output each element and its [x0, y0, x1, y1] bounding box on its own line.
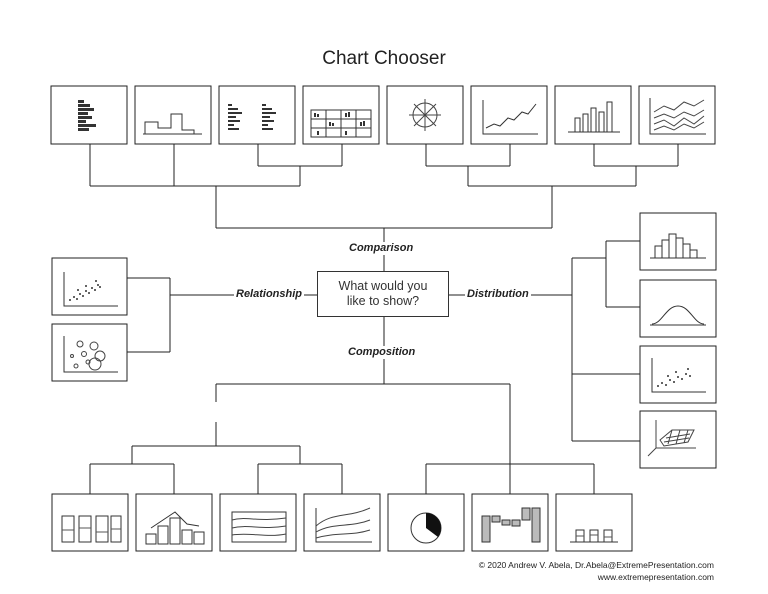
thumb-bubble-three-variables[interactable] — [51, 323, 128, 382]
thumb-pie-chart[interactable] — [387, 493, 465, 552]
diagram-title: Chart Chooser — [322, 48, 446, 69]
thumb-stacked-100-area-many-periods[interactable] — [219, 493, 297, 552]
category-comparison: Comparison — [347, 242, 416, 255]
thumb-scatter-two-variables[interactable] — [51, 257, 128, 316]
thumb-column-histogram[interactable] — [639, 212, 717, 271]
category-relationship: Relationship — [234, 288, 305, 301]
thumb-column-few-periods[interactable] — [554, 85, 632, 145]
thumb-stacked-area-many-periods[interactable] — [303, 493, 381, 552]
credit-line-1: © 2020 Andrew V. Abela, Dr.Abela@Extreme… — [478, 560, 714, 570]
question-line-1: What would you — [338, 279, 428, 293]
thumb-line-multiple-series[interactable] — [638, 85, 716, 145]
category-distribution: Distribution — [465, 288, 531, 301]
thumb-stacked-column-components[interactable] — [555, 493, 633, 552]
thumb-line-many-periods[interactable] — [470, 85, 548, 145]
question-box: What would you like to show? — [317, 271, 449, 317]
thumb-variable-width-column[interactable] — [134, 85, 212, 145]
thumb-table-embedded-charts[interactable] — [218, 85, 296, 145]
thumb-circular-area[interactable] — [386, 85, 464, 145]
thumb-3d-area-distribution[interactable] — [639, 410, 717, 469]
connector-lines — [89, 144, 679, 494]
category-composition: Composition — [346, 346, 418, 359]
thumb-scatter-distribution[interactable] — [639, 345, 717, 404]
thumb-line-histogram[interactable] — [639, 279, 717, 338]
thumb-table-many-items[interactable] — [302, 85, 380, 145]
credit-line-2: www.extremepresentation.com — [597, 572, 714, 582]
question-line-2: like to show? — [346, 294, 420, 308]
thumb-stacked-100-column-few-periods[interactable] — [51, 493, 129, 552]
thumb-bar-width-one-variable[interactable] — [50, 85, 128, 145]
thumb-waterfall-chart[interactable] — [471, 493, 549, 552]
thumb-stacked-column-few-periods[interactable] — [135, 493, 213, 552]
